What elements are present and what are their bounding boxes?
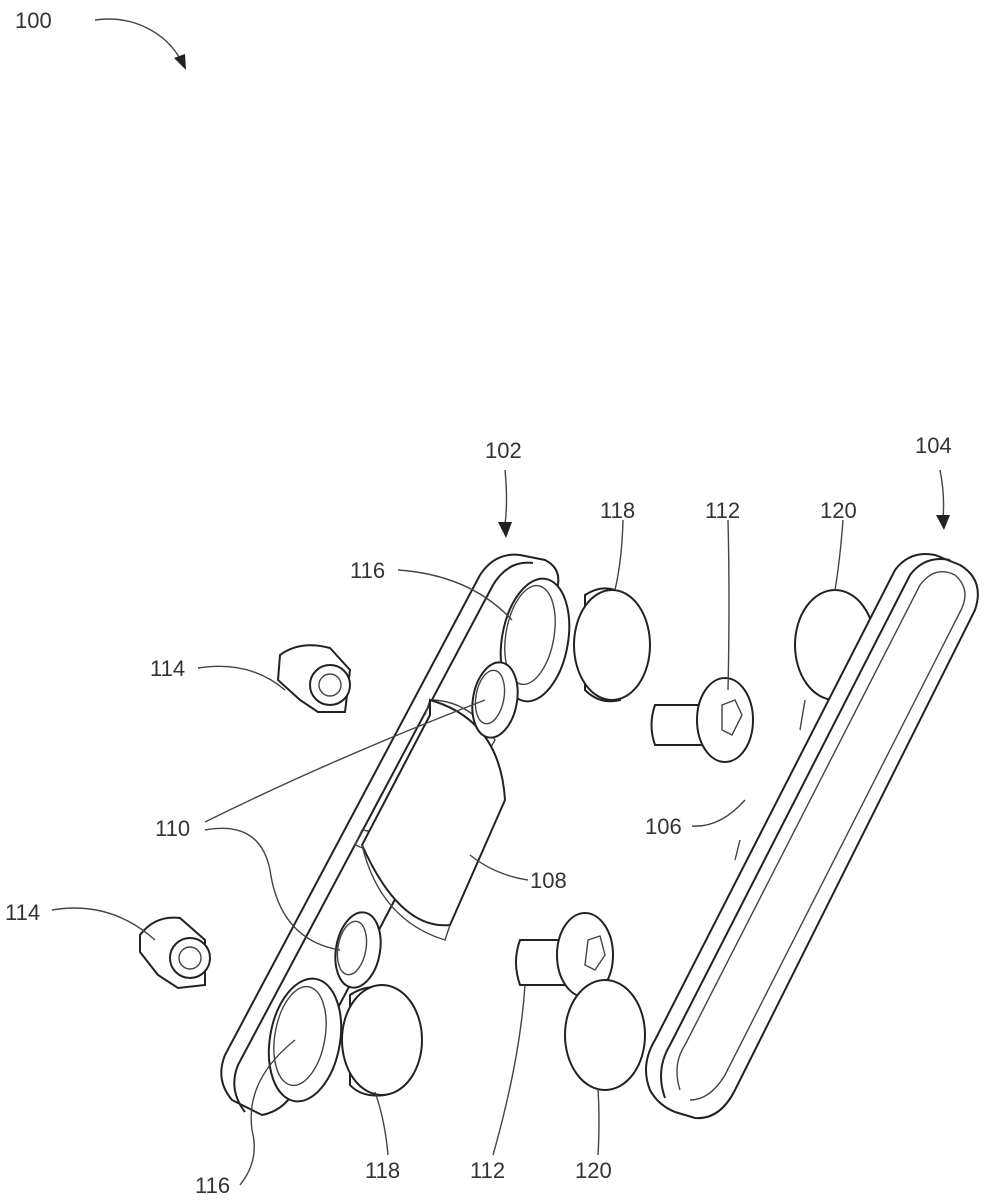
label-106: 106 xyxy=(645,814,682,839)
counterbore-116-upper xyxy=(499,577,571,703)
label-120-upper: 120 xyxy=(820,498,857,523)
label-118-upper: 118 xyxy=(600,498,635,523)
label-112-lower: 112 xyxy=(470,1158,505,1183)
label-116-upper: 116 xyxy=(350,558,385,583)
label-120-lower: 120 xyxy=(575,1158,612,1183)
label-100: 100 xyxy=(15,8,52,33)
magnet-120-lower xyxy=(564,979,646,1091)
leader-100 xyxy=(94,18,183,63)
label-114-lower: 114 xyxy=(5,900,40,925)
screw-112-upper xyxy=(650,677,754,763)
label-110: 110 xyxy=(155,816,190,841)
label-116-lower: 116 xyxy=(195,1173,230,1198)
label-102: 102 xyxy=(485,438,522,463)
hole-110-lower xyxy=(334,911,382,989)
first-plate-102 xyxy=(220,553,571,1117)
magnet-118-lower xyxy=(341,984,423,1097)
label-108: 108 xyxy=(530,868,567,893)
label-118-lower: 118 xyxy=(365,1158,400,1183)
nut-114-lower xyxy=(139,916,211,990)
nut-114-upper xyxy=(276,644,352,713)
label-114-upper: 114 xyxy=(150,656,185,681)
counterbore-116-lower xyxy=(267,977,343,1103)
hole-110-upper xyxy=(471,661,519,739)
magnet-118-upper xyxy=(573,587,651,703)
label-112-upper: 112 xyxy=(705,498,740,523)
groove-106 xyxy=(734,699,806,861)
arrowhead-100 xyxy=(174,54,186,70)
leader-lines xyxy=(51,469,950,1186)
second-plate-104 xyxy=(645,553,979,1120)
label-104: 104 xyxy=(915,433,952,458)
